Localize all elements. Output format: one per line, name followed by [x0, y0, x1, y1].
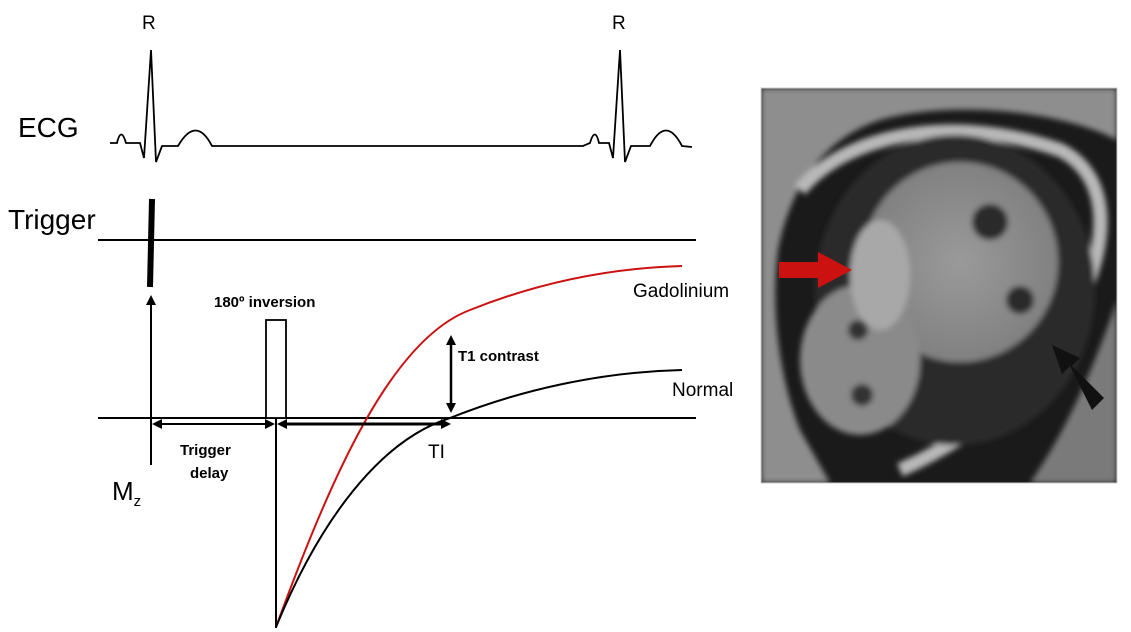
inversion-pulse-box: [265, 319, 287, 419]
r-wave-label-1: R: [142, 13, 156, 34]
r-wave-label-2: R: [612, 13, 626, 34]
gadolinium-curve: [275, 265, 683, 628]
mri-image-border: [760, 87, 1118, 484]
trigger-pulse: [147, 198, 155, 288]
ti-label: TI: [428, 442, 445, 463]
gadolinium-label: Gadolinium: [633, 281, 729, 302]
mri-short-axis-image: [761, 88, 1117, 483]
trigger-delay-label-1: Trigger: [180, 442, 231, 459]
t1-contrast-label: T1 contrast: [458, 348, 539, 365]
mz-axis-label: Mz: [112, 476, 141, 510]
inversion-pulse-label: 180º inversion: [214, 294, 315, 311]
trigger-delay-label-2: delay: [190, 465, 229, 482]
normal-curve: [275, 369, 683, 628]
ecg-trace: [110, 49, 693, 163]
trigger-label: Trigger: [8, 204, 96, 235]
black-arrow: [1052, 345, 1104, 410]
normal-label: Normal: [672, 380, 733, 401]
ecg-label: ECG: [18, 112, 79, 143]
red-arrow: [779, 252, 852, 288]
